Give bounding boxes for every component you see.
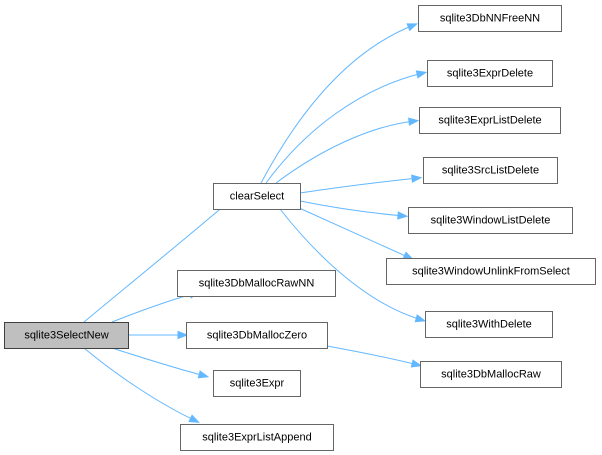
edge-clearSelect-to-sqlite3WithDelete [279,208,427,323]
node-sqlite3WindowUnlinkFromSelect[interactable]: sqlite3WindowUnlinkFromSelect [386,258,596,285]
node-sqlite3ExprListAppend[interactable]: sqlite3ExprListAppend [180,424,334,451]
node-label: sqlite3SelectNew [24,330,108,342]
node-box [420,361,562,388]
arrowhead [397,211,409,220]
edge-line [111,347,206,377]
node-sqlite3DbMallocRawNN[interactable]: sqlite3DbMallocRawNN [177,270,336,297]
node-sqlite3ExprDelete[interactable]: sqlite3ExprDelete [427,60,553,87]
call-graph-nodes: sqlite3SelectNew clearSelect sqlite3DbMall… [4,5,596,451]
edge-line [83,198,233,323]
node-box [427,60,553,87]
node-label: clearSelect [230,191,284,203]
node-label: sqlite3DbMallocZero [207,330,307,342]
node-label: sqlite3WindowUnlinkFromSelect [412,266,570,278]
edge-line [275,120,416,184]
edge-sqlite3SelectNew-to-sqlite3DbMallocZero [128,330,189,340]
node-box [425,311,553,338]
node-label: sqlite3WindowListDelete [431,215,551,227]
arrowhead [414,314,427,323]
edge-sqlite3DbMallocZero-to-sqlite3DbMallocRaw [326,345,423,368]
node-label: sqlite3DbMallocRaw [441,369,541,381]
node-sqlite3DbMallocZero[interactable]: sqlite3DbMallocZero [186,322,328,349]
node-box [180,424,334,451]
edge-line [299,200,405,217]
node-clearSelect[interactable]: clearSelect [213,183,301,210]
edge-clearSelect-to-sqlite3ExprListDelete [275,117,420,184]
edge-line [265,72,424,184]
node-sqlite3WindowListDelete[interactable]: sqlite3WindowListDelete [408,207,573,234]
node-box [177,270,336,297]
arrowhead [415,70,428,79]
node-box [418,5,562,32]
node-sqlite3DbMallocRaw[interactable]: sqlite3DbMallocRaw [420,361,562,388]
edge-clearSelect-to-sqlite3DbNNFreeNN [260,23,419,184]
edge-line [260,24,415,184]
node-sqlite3Expr[interactable]: sqlite3Expr [213,370,301,397]
node-label: sqlite3Expr [230,378,285,390]
edge-clearSelect-to-sqlite3WindowListDelete [299,200,409,220]
node-box [213,370,301,397]
node-label: sqlite3DbMallocRawNN [199,278,315,290]
arrowhead [408,117,420,126]
node-box [186,322,328,349]
node-box [386,258,596,285]
edge-sqlite3SelectNew-to-sqlite3ExprListAppend [83,347,200,423]
node-label: sqlite3ExprListDelete [438,115,541,127]
edge-line [279,208,423,321]
node-label: sqlite3SrcListDelete [442,165,539,177]
arrowhead [188,414,200,423]
node-sqlite3SelectNew: sqlite3SelectNew [4,322,129,349]
node-box [408,207,573,234]
node-label: sqlite3ExprListAppend [202,432,311,444]
node-box [4,322,129,349]
edge-line [299,177,419,194]
node-label: sqlite3WithDelete [446,319,532,331]
edge-line [83,347,197,422]
edge-line [111,292,197,323]
edge-line [296,206,411,259]
arrowhead [197,370,210,379]
edge-sqlite3SelectNew-to-clearSelect [83,196,236,323]
node-box [423,157,558,184]
arrowhead [410,359,423,368]
edge-line [326,345,419,366]
node-sqlite3WithDelete[interactable]: sqlite3WithDelete [425,311,553,338]
node-label: sqlite3ExprDelete [447,68,533,80]
node-sqlite3ExprListDelete[interactable]: sqlite3ExprListDelete [419,107,561,134]
node-label: sqlite3DbNNFreeNN [440,13,540,25]
arrowhead [177,330,189,340]
arrowhead [411,174,423,183]
node-box [213,183,301,210]
edge-clearSelect-to-sqlite3SrcListDelete [299,174,423,194]
node-sqlite3SrcListDelete[interactable]: sqlite3SrcListDelete [423,157,558,184]
node-box [419,107,561,134]
edge-clearSelect-to-sqlite3ExprDelete [265,70,428,184]
call-graph-edges [83,23,428,423]
edge-sqlite3SelectNew-to-sqlite3Expr [111,347,210,379]
arrowhead [406,23,419,32]
node-sqlite3DbNNFreeNN[interactable]: sqlite3DbNNFreeNN [418,5,562,32]
